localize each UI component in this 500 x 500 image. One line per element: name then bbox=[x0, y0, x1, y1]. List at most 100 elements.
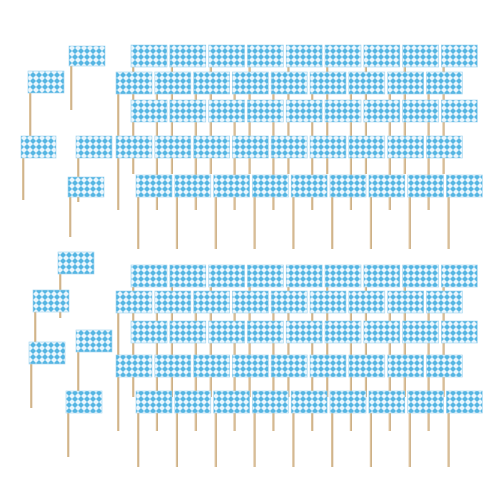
toothpick-stick bbox=[403, 287, 406, 341]
diamond-flag bbox=[402, 264, 439, 288]
flag-pick bbox=[285, 264, 323, 341]
diamond-flag bbox=[446, 174, 483, 198]
diamond-flag bbox=[247, 264, 284, 288]
toothpick-shade bbox=[70, 197, 72, 237]
flag-pick bbox=[67, 176, 105, 237]
diamond-flag bbox=[368, 390, 406, 414]
flag-pick bbox=[65, 390, 103, 457]
toothpick-stick bbox=[117, 94, 120, 146]
diamond-flag bbox=[193, 71, 230, 95]
diamond-flag bbox=[130, 44, 168, 68]
diamond-flag bbox=[67, 176, 105, 198]
toothpick-stick bbox=[67, 413, 70, 457]
diamond-flag bbox=[348, 135, 386, 159]
diamond-flag bbox=[130, 264, 168, 288]
diamond-flag bbox=[270, 135, 308, 159]
toothpick-shade bbox=[211, 287, 212, 341]
flag-pick bbox=[135, 390, 173, 467]
diamond-flag bbox=[208, 44, 245, 68]
diamond-flag bbox=[213, 174, 250, 198]
diamond-flag bbox=[324, 44, 362, 68]
diamond-flag bbox=[309, 354, 347, 378]
toothpick-stick bbox=[214, 197, 217, 249]
diamond-flag bbox=[387, 290, 424, 314]
diamond-flag bbox=[135, 390, 173, 414]
toothpick-shade bbox=[177, 413, 178, 467]
toothpick-shade bbox=[249, 287, 251, 341]
flag-pick bbox=[75, 329, 113, 398]
diamond-flag bbox=[232, 290, 269, 314]
toothpick-shade bbox=[254, 197, 256, 249]
diamond-flag bbox=[324, 264, 362, 288]
toothpick-shade bbox=[293, 197, 295, 249]
flag-pick bbox=[68, 45, 106, 110]
flag-pick bbox=[115, 71, 153, 146]
diamond-flag bbox=[115, 71, 153, 95]
toothpick-stick bbox=[170, 287, 173, 341]
diamond-flag bbox=[407, 390, 444, 414]
toothpick-stick bbox=[132, 287, 135, 341]
toothpick-shade bbox=[371, 197, 372, 249]
diamond-flag bbox=[309, 290, 347, 314]
toothpick-shade bbox=[293, 413, 295, 467]
flag-pick bbox=[174, 390, 212, 467]
diamond-flag bbox=[232, 71, 269, 95]
diamond-flag bbox=[232, 135, 269, 159]
flag-pick bbox=[208, 264, 245, 341]
toothpick-stick bbox=[77, 352, 80, 398]
toothpick-shade bbox=[332, 197, 334, 249]
diamond-flag bbox=[65, 390, 103, 414]
diamond-flag bbox=[329, 174, 367, 198]
toothpick-shade bbox=[366, 287, 367, 341]
toothpick-stick bbox=[369, 413, 372, 467]
toothpick-shade bbox=[448, 413, 450, 467]
diamond-flag bbox=[130, 320, 168, 344]
diamond-flag bbox=[285, 320, 323, 344]
toothpick-stick bbox=[70, 66, 73, 110]
toothpick-shade bbox=[410, 413, 411, 467]
flag-pick bbox=[130, 264, 168, 341]
flag-pick bbox=[115, 290, 153, 367]
toothpick-shade bbox=[448, 197, 450, 249]
diamond-flag bbox=[426, 71, 463, 95]
diamond-flag bbox=[407, 174, 444, 198]
toothpick-stick bbox=[331, 197, 334, 249]
flag-pick bbox=[213, 174, 250, 249]
toothpick-stick bbox=[137, 413, 140, 467]
toothpick-stick bbox=[292, 197, 295, 249]
toothpick-stick bbox=[117, 313, 120, 367]
toothpick-shade bbox=[405, 287, 406, 341]
diamond-flag bbox=[363, 44, 401, 68]
diamond-flag bbox=[290, 174, 328, 198]
bottom-flag-group bbox=[28, 251, 483, 467]
diamond-flag bbox=[213, 390, 250, 414]
diamond-flag bbox=[75, 329, 113, 353]
diamond-flag bbox=[154, 354, 192, 378]
diamond-flag bbox=[402, 99, 439, 123]
toothpick-stick bbox=[137, 197, 140, 249]
diamond-flag bbox=[32, 289, 70, 313]
flag-pick bbox=[252, 390, 289, 467]
flag-pick bbox=[329, 174, 367, 249]
diamond-flag bbox=[68, 45, 106, 67]
diamond-flag bbox=[402, 320, 439, 344]
diamond-flag bbox=[27, 70, 65, 94]
toothpick-shade bbox=[71, 66, 73, 110]
diamond-flag bbox=[324, 99, 362, 123]
toothpick-stick bbox=[30, 364, 33, 408]
toothpick-shade bbox=[68, 413, 70, 457]
diamond-flag bbox=[247, 99, 284, 123]
toothpick-stick bbox=[408, 197, 411, 249]
diamond-flag bbox=[130, 99, 168, 123]
toothpick-stick bbox=[175, 413, 178, 467]
flag-pick bbox=[247, 264, 284, 341]
diamond-flag bbox=[446, 390, 483, 414]
flag-pick bbox=[407, 174, 444, 249]
toothpick-shade bbox=[78, 352, 80, 398]
toothpick-stick bbox=[253, 197, 256, 249]
toothpick-stick bbox=[447, 197, 450, 249]
diamond-flag bbox=[387, 135, 424, 159]
toothpick-stick bbox=[248, 287, 251, 341]
flag-pick bbox=[115, 135, 153, 210]
